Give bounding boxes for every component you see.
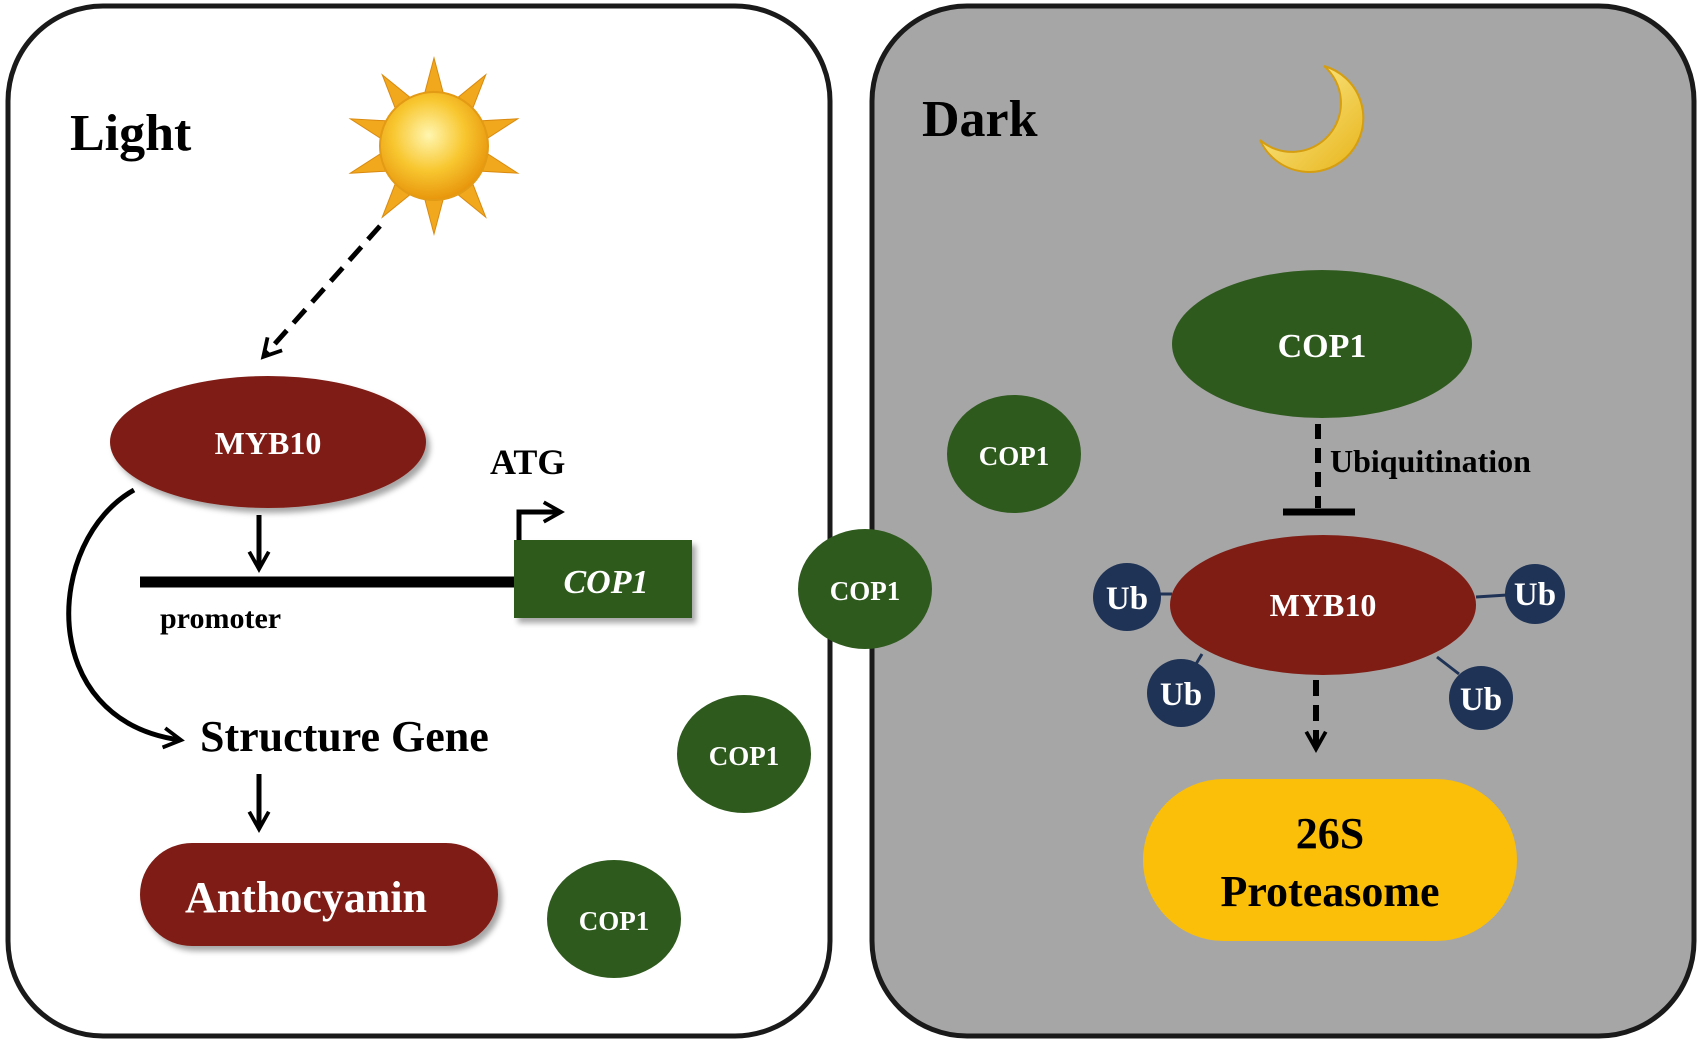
dark-panel-title: Dark — [922, 91, 1038, 148]
ub-badge: Ub — [1449, 666, 1513, 730]
transcription-start-arrow — [516, 500, 565, 540]
structure-gene-label: Structure Gene — [200, 712, 489, 761]
atg-label: ATG — [490, 442, 565, 482]
ub-badge: Ub — [1147, 659, 1215, 727]
ub-label: Ub — [1514, 577, 1556, 613]
anthocyanin-label: Anthocyanin — [185, 873, 427, 922]
ub-label: Ub — [1460, 682, 1502, 718]
light-panel-title: Light — [70, 105, 192, 162]
cop1-bubble-light-1: COP1 — [677, 695, 811, 813]
myb10-node-light: MYB10 — [110, 376, 426, 508]
ub-badge: Ub — [1505, 564, 1565, 624]
myb10-label-light: MYB10 — [215, 425, 322, 461]
proteasome-line1: 26S — [1296, 809, 1364, 858]
cop1-bubble-boundary: COP1 — [798, 529, 932, 649]
ub-label: Ub — [1106, 581, 1148, 617]
ub-badge: Ub — [1093, 563, 1161, 631]
cop1-gene-box: COP1 — [514, 540, 692, 618]
cop1-bubble-dark: COP1 — [947, 395, 1081, 513]
cop1-bubble-light-2: COP1 — [547, 860, 681, 978]
cop1-bubble-label: COP1 — [830, 576, 901, 606]
anthocyanin-node: Anthocyanin — [140, 843, 498, 946]
myb10-node-dark: MYB10 — [1170, 535, 1476, 675]
ubiquitination-label: Ubiquitination — [1330, 443, 1531, 479]
promoter-label: promoter — [160, 602, 281, 635]
proteasome-line2: Proteasome — [1220, 867, 1439, 916]
cop1-large-node: COP1 — [1172, 270, 1472, 418]
cop1-bubble-label: COP1 — [579, 906, 650, 936]
light-panel — [5, 3, 833, 1039]
cop1-bubble-label: COP1 — [979, 441, 1050, 471]
cop1-gene-label: COP1 — [564, 564, 649, 601]
cop1-large-label: COP1 — [1278, 328, 1367, 365]
dark-panel — [869, 3, 1697, 1039]
ub-label: Ub — [1160, 677, 1202, 713]
proteasome-node: 26S Proteasome — [1143, 779, 1517, 941]
myb10-label-dark: MYB10 — [1270, 587, 1377, 623]
myb10-to-structure-gene-arrow — [66, 487, 185, 750]
moon-icon — [1259, 65, 1365, 173]
cop1-bubble-label: COP1 — [709, 741, 780, 771]
light-signal-dashed-arrow — [260, 224, 382, 360]
sun-icon — [348, 56, 520, 236]
